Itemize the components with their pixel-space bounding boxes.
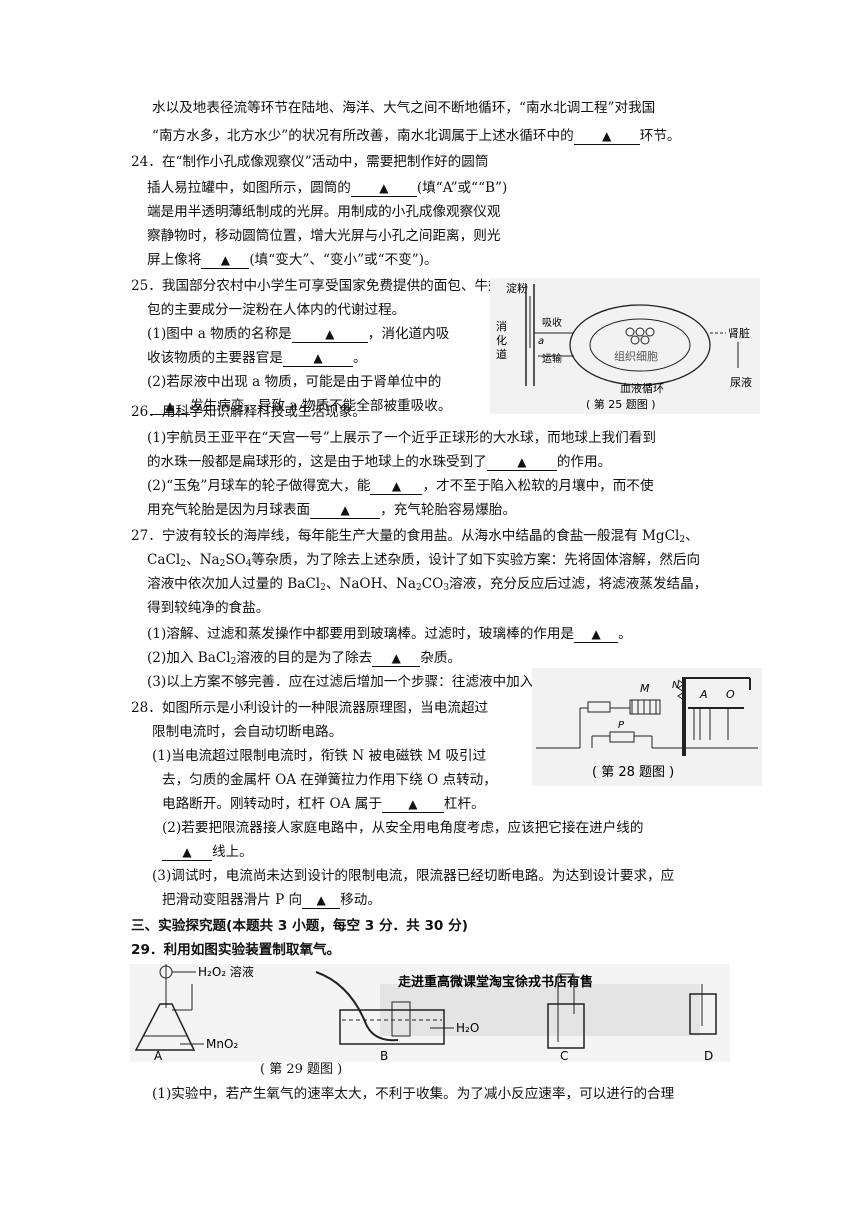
answer-blank[interactable]: ▲ [302,892,341,909]
label-a: a [538,336,544,347]
label-tract-1: 消 [496,319,507,333]
text-line: 限制电流时，会自动切断电路。 [152,724,343,740]
label-absorb: 吸收 [542,316,562,329]
answer-blank[interactable]: ▲ [372,650,421,667]
text-line: ▲发生病变，导致 a 物质不能全部被重吸收。 [150,396,451,416]
text-line: CaCl2、Na2SO4等杂质，为了除去上述杂质，设计了如下实验方案：先将固体溶… [147,552,701,569]
answer-blank[interactable]: ▲ [381,796,444,813]
answer-blank[interactable]: ▲ [350,180,417,197]
text-line: (1)当电流超过限制电流时，衔铁 N 被电磁铁 M 吸引过 [152,748,487,764]
figure-29-oxygen-apparatus: 走进重高微课堂淘宝徐戎书店有售 H₂O₂ 溶液 MnO₂ A H₂O B C D [130,964,730,1062]
text-line: 电路断开。刚转动时，杠杆 OA 属于▲杠杆。 [162,796,485,813]
text-line: (2)加入 BaCl2溶液的目的是为了除去▲杂质。 [147,650,462,667]
label-circulation: 血液循环 [620,381,664,395]
text-line: 端是用半透明薄纸制成的光屏。用制成的小孔成像观察仪观 [147,204,501,220]
text-line: (1)图中 a 物质的名称是▲，消化道内吸 [147,326,450,343]
figure-29-caption: ( 第 29 题图 ) [260,1062,343,1077]
label-h2o2-solution: H₂O₂ 溶液 [198,964,254,979]
label-A: A [154,1049,163,1062]
text-line: 去，匀质的金属杆 OA 在弹簧拉力作用下绕 O 点转动， [162,772,497,788]
text-line: “南方水多，北方水少”的状况有所改善，南水北调属于上述水循环中的▲环节。 [152,128,681,145]
answer-blank[interactable]: ▲ [486,454,557,471]
answer-blank[interactable]: ▲ [370,478,423,495]
label-M: M [640,682,650,695]
question-24: 24．在“制作小孔成像观察仪”活动中，需要把制作好的圆筒 [131,154,489,170]
text-line: (2)若尿液中出现 a 物质，可能是由于肾单位中的 [147,374,442,390]
text-line: 插人易拉罐中，如图所示，圆筒的▲(填“A”或““B”) [147,180,508,197]
text-line: (1)溶解、过滤和蒸发操作中都要用到玻璃棒。过滤时，玻璃棒的作用是▲。 [147,626,632,643]
label-N: N [672,680,680,691]
answer-blank[interactable]: ▲ [573,128,640,145]
question-29: 29．利用如图实验装置制取氧气。 [131,942,341,958]
figure-25-starch-metabolism: 淀粉 消 化 道 a 吸收 运输 组织细胞 肾脏 血液循环 尿液 ( 第 25 … [490,278,760,414]
label-urine: 尿液 [730,375,752,389]
text-line: 包的主要成分一淀粉在人体内的代谢过程。 [147,302,406,318]
text-line: 收该物质的主要器官是▲。 [147,350,367,367]
label-mno2: MnO₂ [206,1037,238,1051]
label-transport: 运输 [542,352,562,365]
watermark: 走进重高微课堂淘宝徐戎书店有售 [398,974,593,990]
text-line: 把滑动变阻器滑片 P 向▲移动。 [162,892,381,909]
label-C: C [560,1049,568,1062]
text-line: 得到较纯净的食盐。 [147,600,270,616]
text-line: (1)实验中，若产生氧气的速率太大，不利于收集。为了减小反应速率，可以进行的合理 [152,1086,675,1102]
answer-blank[interactable]: ▲ [150,398,190,415]
text-line: (1)宇航员王亚平在“天宫一号”上展示了一个近乎正球形的大水球，而地球上我们看到 [147,430,656,446]
text-line: ▲线上。 [162,842,253,862]
label-tissue-cells: 组织细胞 [614,349,658,363]
text-line: 屏上像将▲(填“变大”、“变小”或“不变”)。 [147,252,438,269]
answer-blank[interactable]: ▲ [574,626,619,643]
label-B: B [380,1049,388,1062]
label-h2o: H₂O [456,1021,479,1035]
text-line: 的水珠一般都是扁球形的，这是由于地球上的水珠受到了▲的作用。 [147,454,612,471]
text-line: 溶液中依次加人过量的 BaCl2、NaOH、Na2CO3溶液，充分反应后过滤，将… [147,576,708,593]
answer-blank[interactable]: ▲ [291,326,368,343]
label-tract-3: 道 [496,347,507,361]
question-27: 27．宁波有较长的海岸线，每年能生产大量的食用盐。从海水中结晶的食盐一般混有 M… [131,528,699,545]
answer-blank[interactable]: ▲ [310,502,381,519]
label-A: A [699,688,708,701]
text-line: (3)调试时，电流尚未达到设计的限制电流，限流器已经切断电路。为达到设计要求，应 [152,868,675,884]
text-line: 察静物时，移动圆筒位置，增大光屏与小孔之间距离，则光 [147,228,501,244]
answer-blank[interactable]: ▲ [162,844,212,861]
text-line: (2)“玉兔”月球车的轮子做得宽大，能▲，才不至于陷入松软的月壤中，而不使 [147,478,654,495]
label-O: O [726,688,735,701]
text-line: 用充气轮胎是因为月球表面▲，充气轮胎容易爆胎。 [147,502,517,519]
question-26: 26．用科学知识解释科技或生活现象。 [131,404,366,420]
figure-28-caption: ( 第 28 题图 ) [592,765,674,780]
text-line: 水以及地表径流等环节在陆地、海洋、大气之间不断地循环，“南水北调工程”对我国 [152,100,656,116]
label-kidney: 肾脏 [728,327,750,340]
label-D: D [704,1049,713,1062]
answer-blank[interactable]: ▲ [282,350,353,367]
label-starch: 淀粉 [506,281,528,295]
figure-25-caption: ( 第 25 题图 ) [586,397,656,411]
question-28: 28．如图所示是小利设计的一种限流器原理图，当电流超过 [131,700,489,716]
text-line: (2)若要把限流器接人家庭电路中，从安全用电角度考虑，应该把它接在进户线的 [162,820,644,836]
answer-blank[interactable]: ▲ [201,252,250,269]
label-P: P [618,720,625,731]
label-tract-2: 化 [496,333,507,347]
figure-28-current-limiter: N M A O P ( 第 28 题图 ) [532,668,762,786]
section-3-heading: 三、实验探究题(本题共 3 小题，每空 3 分．共 30 分) [131,918,468,934]
